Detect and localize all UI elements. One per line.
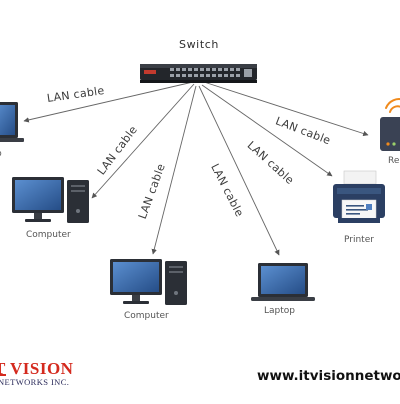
- computer-bottom-label: Computer: [124, 311, 169, 321]
- printer-icon: [333, 170, 385, 223]
- computer-icon: [12, 177, 89, 223]
- wifi-icon: [385, 98, 400, 113]
- laptop-left-label: p: [0, 150, 2, 159]
- brand-logo-subtext: NETWORKS INC.: [0, 377, 70, 387]
- line-to-laptop-bottom: [198, 85, 280, 256]
- computer-left-label: Computer: [26, 230, 71, 240]
- website-url[interactable]: www.itvisionnetwor: [257, 368, 400, 384]
- brand-logo-text: T VISION: [0, 359, 74, 378]
- connection-lines: [23, 81, 369, 256]
- laptop-icon: [251, 263, 315, 301]
- line-to-router: [203, 81, 369, 137]
- line-to-laptop-left: [23, 81, 194, 123]
- line-to-computer-left: [91, 83, 195, 199]
- laptop-icon: [0, 102, 24, 142]
- switch-label: Switch: [179, 38, 219, 51]
- router-label: Re: [388, 156, 400, 166]
- printer-label: Printer: [344, 235, 374, 245]
- line-to-printer: [201, 84, 333, 177]
- switch-icon: [140, 64, 257, 83]
- router-icon: [380, 117, 400, 151]
- brand-logo-mark: [0, 374, 6, 376]
- laptop-bottom-label: Laptop: [264, 306, 295, 316]
- line-to-computer-bottom: [151, 85, 197, 255]
- computer-icon: [110, 259, 187, 305]
